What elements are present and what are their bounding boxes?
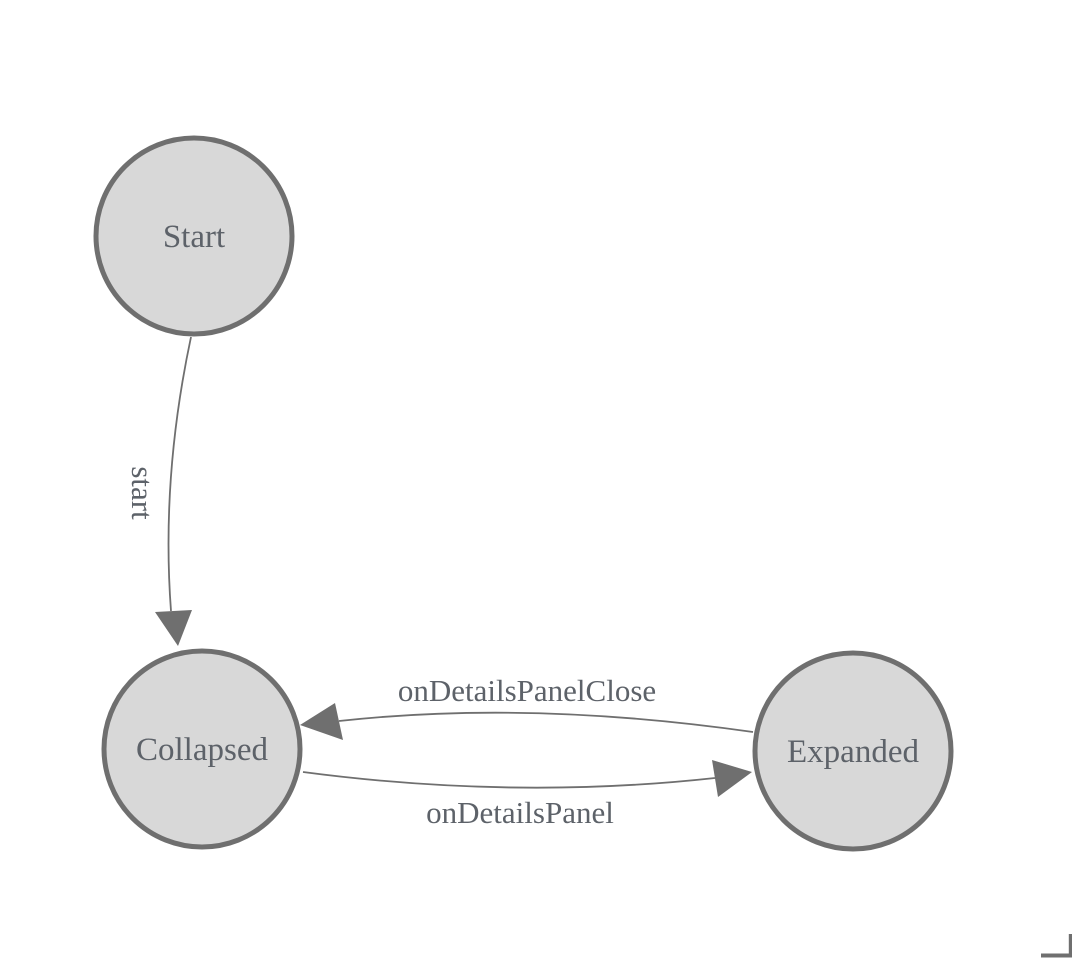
edge-ondetailspanel-arrowhead-icon [712,760,752,797]
edge-ondetailspanel-line [302,771,716,789]
state-node-start-label: Start [163,219,225,255]
resize-corner-vertical-bar [1068,934,1072,958]
edge-ondetailspanelclose-label: onDetailsPanelClose [398,673,656,708]
edge-ondetailspanelclose-line [338,711,754,733]
edge-start: start [125,336,192,646]
edge-start-line [167,336,192,612]
state-node-collapsed-label: Collapsed [136,732,268,768]
state-node-expanded-circle[interactable] [752,650,954,852]
edge-ondetailspanelclose: onDetailsPanelClose [300,673,754,740]
state-node-expanded-label: Expanded [787,734,919,770]
state-node-start-circle[interactable] [93,135,295,337]
edge-ondetailspanelclose-arrowhead-icon [300,703,343,740]
edge-ondetailspanel: onDetailsPanel [302,760,752,830]
state-node-collapsed[interactable]: Collapsed [101,648,303,850]
state-node-collapsed-circle[interactable] [101,648,303,850]
edge-start-label: start [125,466,160,520]
state-node-expanded[interactable]: Expanded [752,650,954,852]
edge-ondetailspanel-label: onDetailsPanel [426,795,614,830]
state-node-start[interactable]: Start [93,135,295,337]
edge-start-arrowhead-icon [155,610,192,646]
resize-corner-horizontal-bar [1041,953,1072,958]
resize-corner-icon [1041,934,1072,958]
